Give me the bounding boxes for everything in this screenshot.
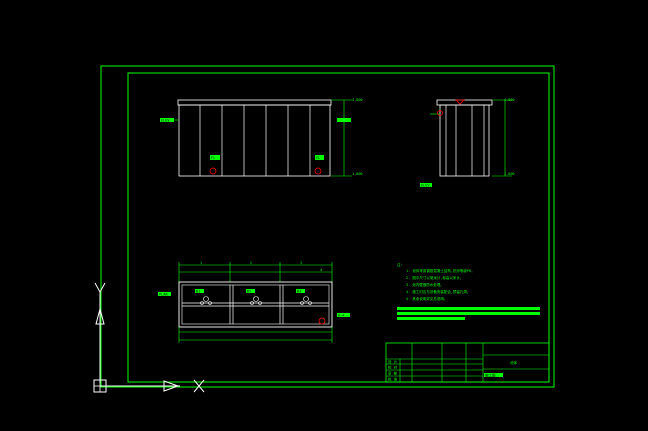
title-block-grid <box>386 343 549 382</box>
plan-left-note: PLAN <box>159 293 167 297</box>
front-wall-outline <box>178 104 331 177</box>
note-bar-3 <box>397 317 465 320</box>
title-row-1: 设 计 <box>388 359 398 364</box>
plan-right-note-box <box>337 313 350 317</box>
title-drawing-number: 施工图 <box>485 373 496 378</box>
front-pipe-symbol-right <box>314 167 322 175</box>
title-block: 设 计 校 对 审 核 批 准 池体 施工图 <box>385 342 550 383</box>
plan-tag-1-box <box>195 289 204 293</box>
side-top-elevation: 4.800 <box>504 98 515 102</box>
inner-frame <box>127 72 550 383</box>
front-right-note-box <box>337 118 351 122</box>
title-drawing-title: 池体 <box>510 360 518 365</box>
plan-equipment <box>200 296 312 305</box>
plan-right-note: A-A <box>338 314 345 318</box>
plan-dim-1: 1 <box>200 261 202 265</box>
plan-tag-3: B3 <box>297 290 301 294</box>
front-top-elevation: 4.800 <box>352 98 363 102</box>
note-line-1: 1. 池体采用钢筋混凝土结构,抗渗等级P6。 <box>406 268 475 273</box>
note-line-4: 4. 施工时应与设备安装配合,预留孔洞。 <box>406 289 470 294</box>
side-left-note-box <box>420 183 432 187</box>
plan-top-dimensions <box>178 262 333 282</box>
front-pipe-symbol-left <box>209 167 217 175</box>
plan-tag-3-box <box>296 289 305 293</box>
note-line-5: 5. 其余说明详见总说明。 <box>406 296 447 301</box>
outer-frame <box>100 65 555 388</box>
ucs-icon[interactable] <box>93 282 205 393</box>
plan-pipe-symbol <box>318 317 326 325</box>
general-notes: 注: 1. 池体采用钢筋混凝土结构,抗渗等级P6。 2. 图中尺寸以毫米计,标高… <box>397 262 540 320</box>
front-column-lines <box>199 105 311 176</box>
front-left-note-box <box>160 118 174 122</box>
front-bottom-elevation: 1.800 <box>352 172 363 176</box>
side-wall-outline <box>439 104 490 177</box>
front-left-note: ELEV. <box>161 119 172 123</box>
note-bar-1 <box>397 307 540 310</box>
side-column-lines <box>445 105 485 176</box>
plan-bottom-dimensions <box>178 327 333 343</box>
plan-inner-wall <box>181 284 330 325</box>
plan-partitions <box>182 285 329 324</box>
plan-tag-2: B2 <box>247 290 251 294</box>
title-block-border <box>385 342 550 383</box>
note-line-3: 3. 池内壁做防水处理。 <box>406 282 444 287</box>
plan-dim-3: 3 <box>300 261 302 265</box>
plan-dim-4: 4 <box>320 268 322 272</box>
note-line-2: 2. 图中尺寸以毫米计,标高以米计。 <box>406 275 463 280</box>
front-tag-b-box <box>315 155 324 160</box>
ucs-x-label-glyph <box>193 379 205 393</box>
front-tag-b: FL <box>316 156 320 160</box>
ucs-y-arrow <box>95 307 105 325</box>
side-vent-symbol <box>455 99 465 105</box>
title-row-2: 校 对 <box>388 365 398 370</box>
side-left-note: ELEV. <box>421 184 432 188</box>
notes-heading: 注: <box>397 262 403 267</box>
title-row-3: 审 核 <box>388 371 398 376</box>
front-tag-a-box <box>210 155 220 160</box>
side-dimension-lines <box>430 99 512 177</box>
side-pipe-symbol <box>437 110 443 116</box>
plan-tag-2-box <box>246 289 255 293</box>
ucs-x-arrow <box>163 380 180 392</box>
side-elevation-view: ELEV. 4.800 1.800 <box>420 98 515 188</box>
plan-left-note-box <box>158 292 171 296</box>
title-drawing-number-box <box>484 373 503 377</box>
note-bar-2 <box>397 312 540 315</box>
plan-outer-wall <box>178 281 333 328</box>
title-row-4: 批 准 <box>388 377 398 382</box>
side-bottom-elevation: 1.800 <box>504 172 515 176</box>
plan-tag-1: B1 <box>196 290 200 294</box>
front-tag-a: FL <box>211 156 215 160</box>
plan-dim-2: 2 <box>250 261 252 265</box>
front-elevation-view: FL FL ELEV. 4.800 1.800 <box>160 98 363 177</box>
plan-view: 1 2 3 4 B1 B2 B3 <box>158 261 350 343</box>
